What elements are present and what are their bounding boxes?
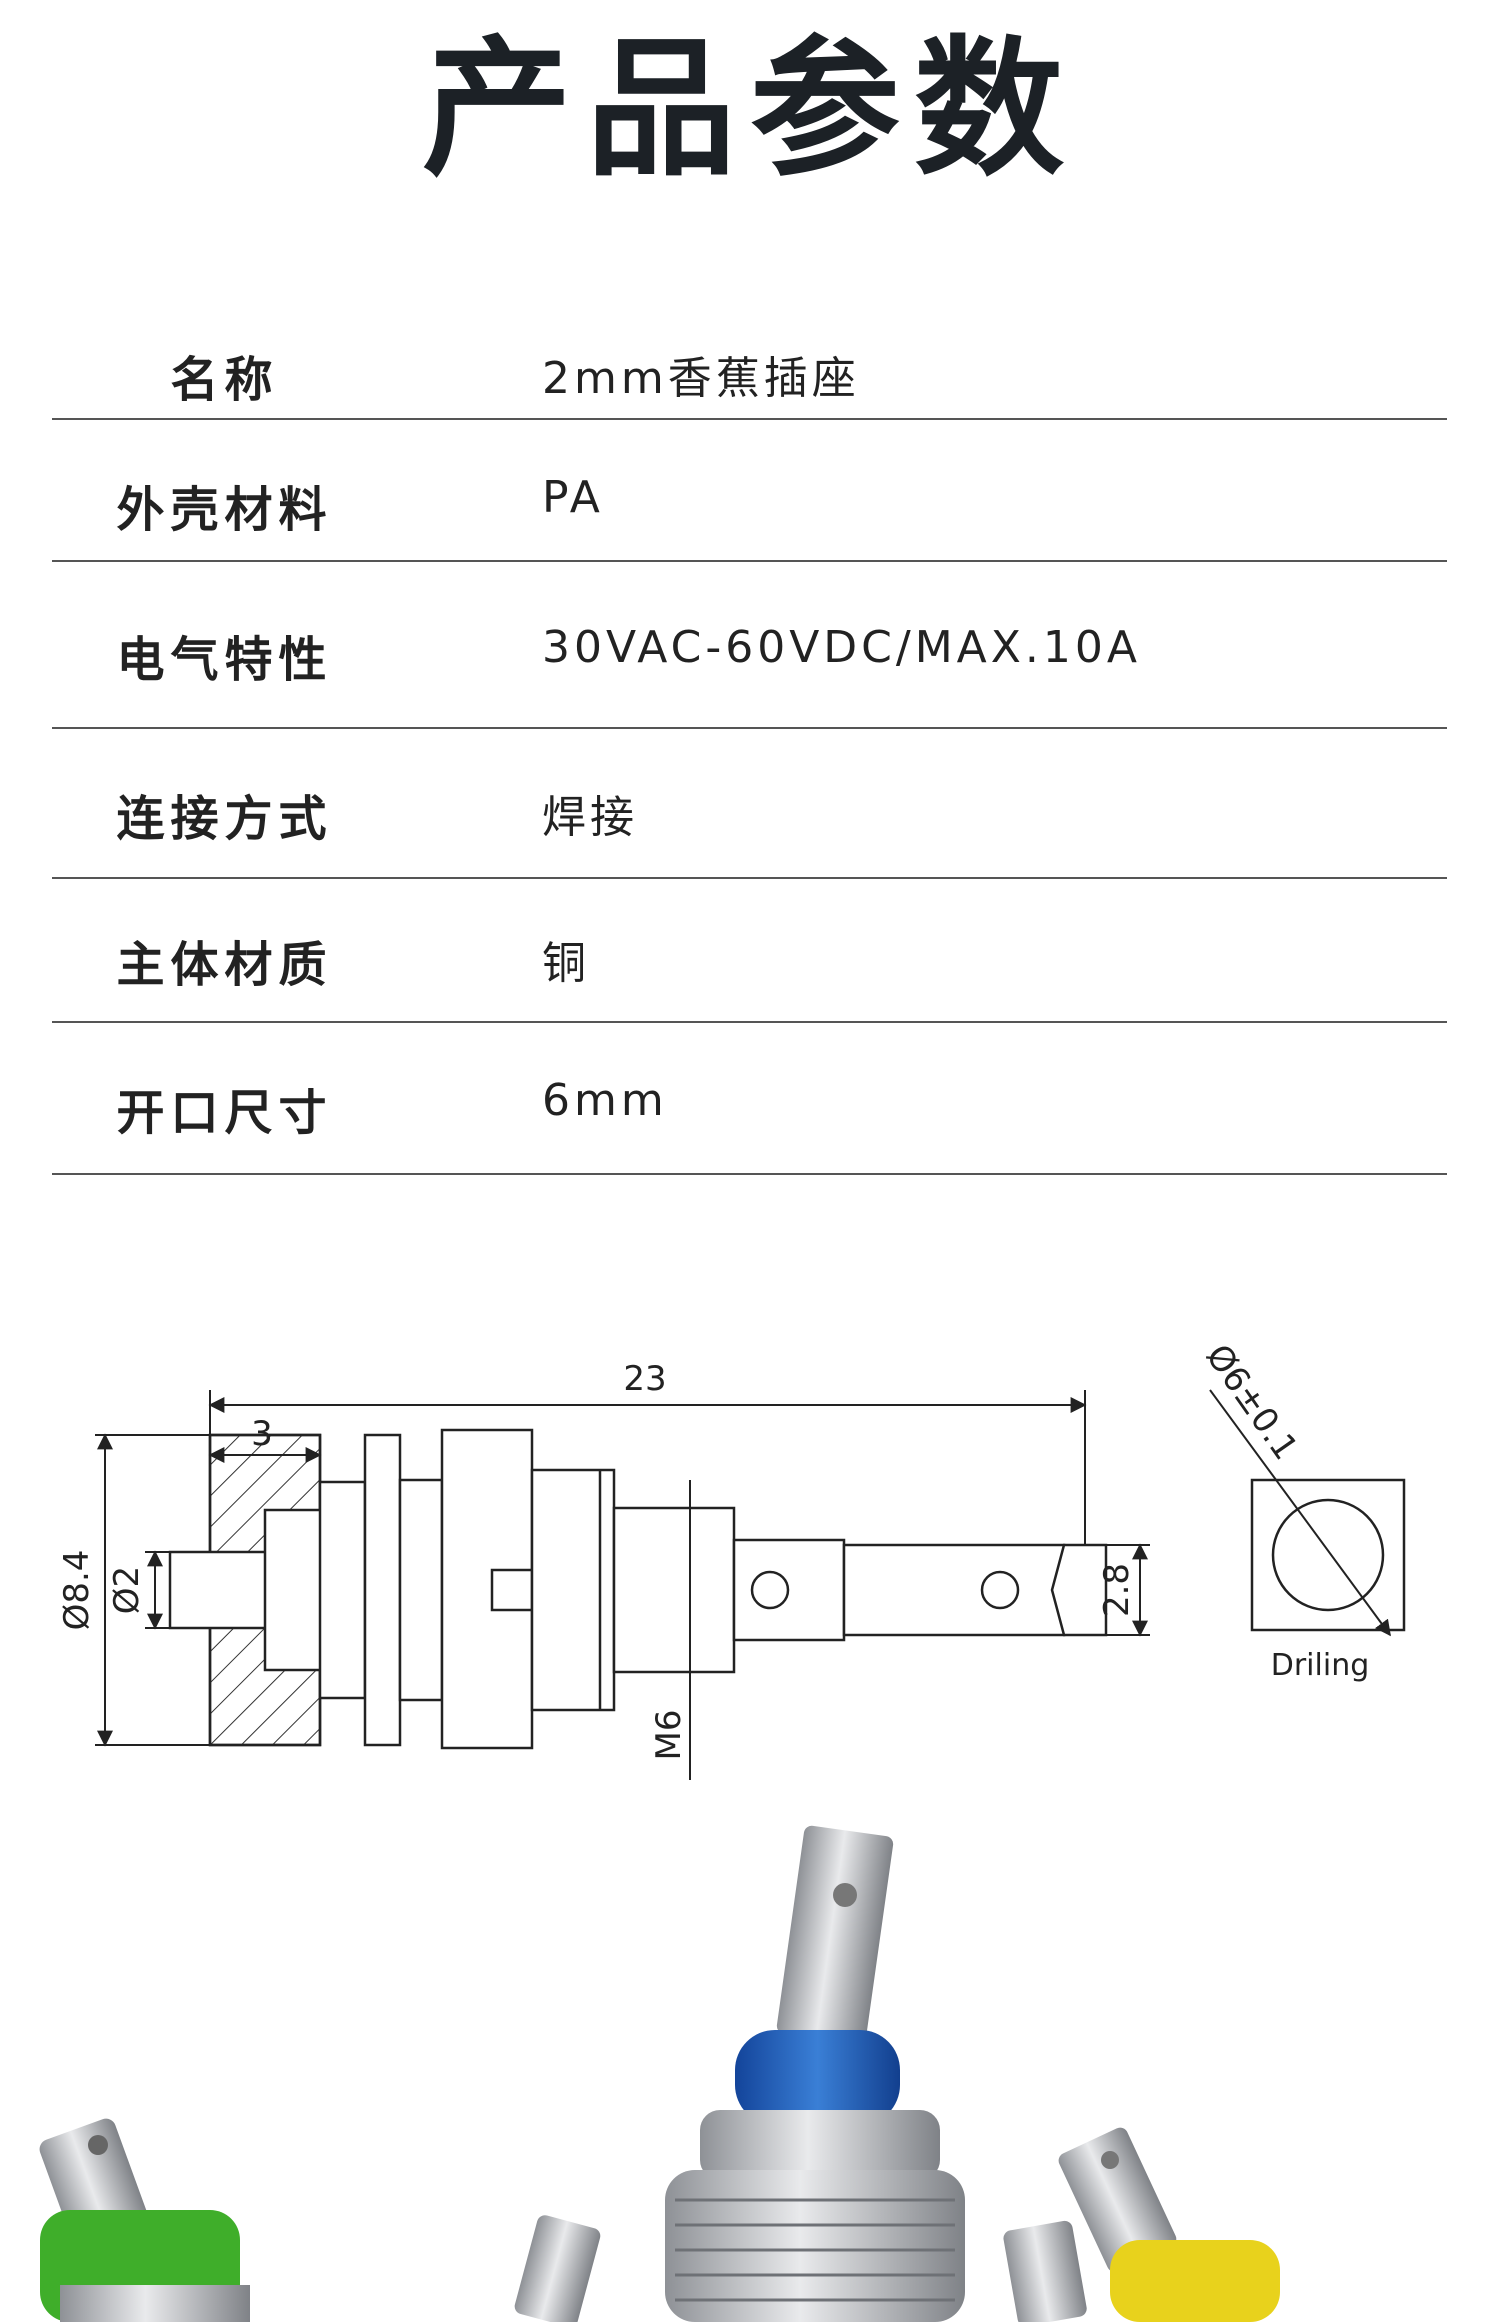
spec-value: 30VAC-60VDC/MAX.10A (542, 622, 1141, 673)
page-title: 产品参数 (421, 23, 1078, 197)
drill-view: Ø6±0.1 Driling (1198, 1337, 1406, 1683)
dimension-lines (95, 1390, 1150, 1780)
dim-thread: M6 (649, 1710, 689, 1761)
dim-tab-width: 2.8 (1097, 1563, 1137, 1617)
dim-outer-diameter: Ø8.4 (57, 1550, 97, 1631)
dim-hole-diameter: Ø2 (107, 1566, 147, 1614)
spec-row: 名称 2mm香蕉插座 (52, 300, 1447, 420)
spec-label: 连接方式 (116, 791, 333, 847)
dim-total-length: 23 (623, 1359, 666, 1399)
product-photo (39, 1825, 1280, 2322)
spec-label: 名称 (170, 352, 279, 408)
connector-outline (168, 1428, 1108, 1750)
spec-row: 外壳材料 PA (52, 420, 1447, 562)
spec-label: 外壳材料 (116, 482, 333, 538)
spec-row: 开口尺寸 6mm (52, 1023, 1447, 1175)
blue-socket (665, 1825, 965, 2322)
spec-label: 电气特性 (116, 632, 333, 688)
spec-value: PA (542, 472, 604, 523)
spec-label: 开口尺寸 (116, 1085, 333, 1141)
spec-value: 6mm (542, 1075, 668, 1126)
socket-tab (1003, 2220, 1087, 2322)
spec-row: 主体材质 铜 (52, 879, 1447, 1023)
spec-row: 电气特性 30VAC-60VDC/MAX.10A (52, 562, 1447, 729)
socket-tab (514, 2215, 601, 2322)
spec-row: 连接方式 焊接 (52, 729, 1447, 879)
dim-flange-width: 3 (251, 1414, 273, 1454)
dimension-drawing: 23 3 Ø8.4 Ø2 2.8 M6 Ø6±0.1 Driling (57, 1337, 1406, 1780)
drill-caption: Driling (1271, 1648, 1370, 1683)
spec-value: 2mm香蕉插座 (542, 353, 860, 404)
yellow-socket (1058, 2127, 1280, 2322)
spec-table: 名称 2mm香蕉插座 外壳材料 PA 电气特性 30VAC-60VDC/MAX.… (52, 300, 1447, 1175)
green-socket (39, 2118, 250, 2322)
spec-value: 焊接 (542, 792, 638, 843)
spec-value: 铜 (542, 938, 590, 989)
spec-label: 主体材质 (116, 937, 333, 993)
